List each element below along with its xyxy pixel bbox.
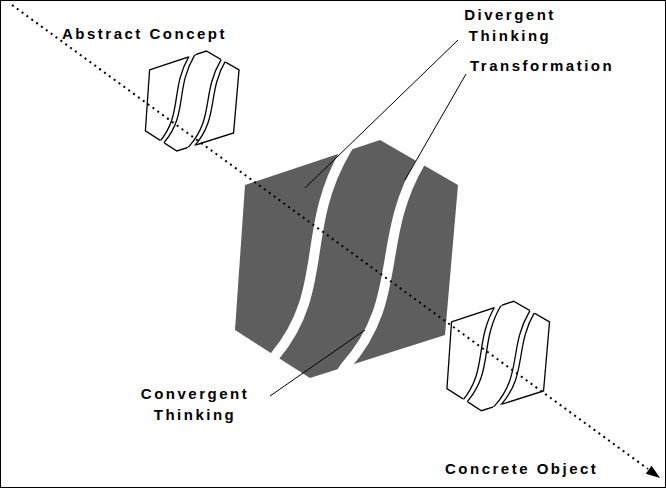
concept-label: Convergent Thinking (110, 383, 280, 425)
dotted-axis (12, 5, 648, 469)
concept-label: Concrete Object (445, 458, 645, 479)
concept-label: Abstract Concept (62, 23, 262, 44)
slit (268, 140, 352, 366)
concept-label: Divergent Thinking (440, 4, 580, 46)
slit (338, 151, 427, 378)
leader-line (270, 330, 365, 396)
leader-line (305, 40, 458, 188)
concrete-shape (447, 301, 550, 410)
arrow-head (646, 466, 660, 478)
concept-label: Transformation (470, 55, 650, 76)
leader-line (405, 74, 466, 180)
